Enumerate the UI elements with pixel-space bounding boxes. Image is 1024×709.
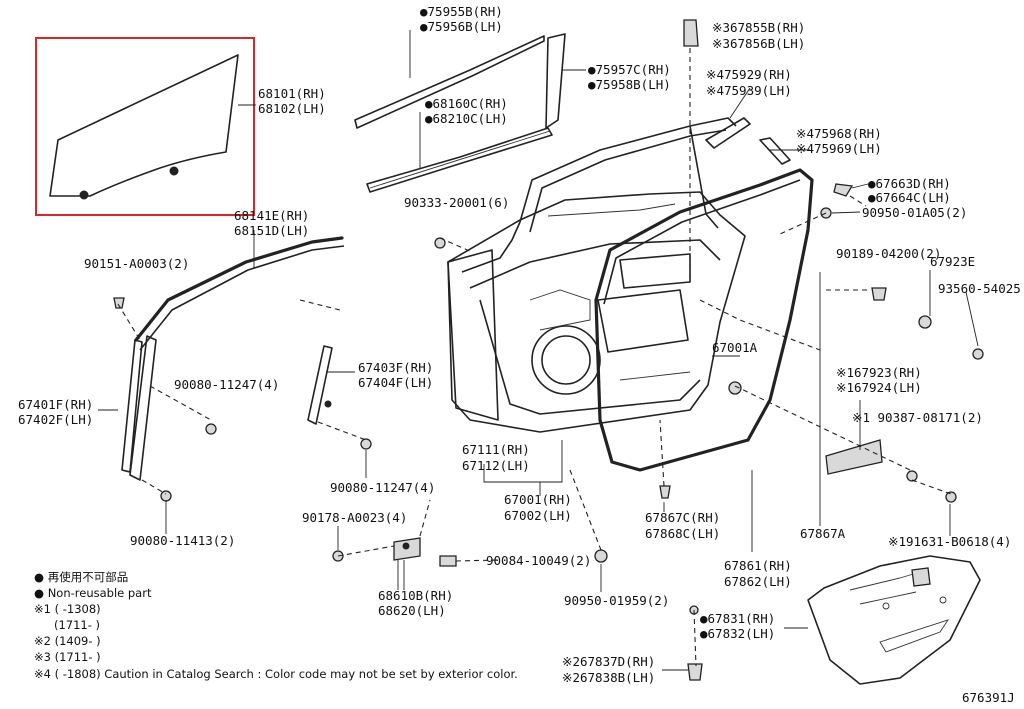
label-67663d: ●67663D(RH)	[868, 176, 951, 191]
label-67111: 67111(RH)	[462, 442, 530, 457]
label-67867a: 67867A	[800, 526, 846, 541]
label-90189-04200: 90189-04200(2)	[836, 246, 941, 261]
legend-note2: ※2 (1409- )	[34, 634, 101, 648]
part-labels: ●75955B(RH) ●75956B(LH) ●75957C(RH) ●759…	[18, 4, 1021, 685]
connector-lines	[117, 48, 952, 667]
garnish-clip[interactable]	[683, 19, 699, 47]
label-90950-01a05: 90950-01A05(2)	[862, 205, 967, 220]
label-67923e: 67923E	[930, 254, 975, 269]
legend-en: ● Non-reusable part	[34, 586, 152, 600]
clip-67867c[interactable]	[659, 485, 671, 499]
label-67832: ●67832(LH)	[700, 626, 775, 641]
bolt-90080-11413[interactable]	[160, 490, 172, 502]
label-75929: ※475929(RH)	[706, 67, 792, 82]
label-67868c: 67868C(LH)	[645, 526, 720, 541]
label-75955b: ●75955B(RH)	[420, 4, 503, 19]
label-68160c: ●68160C(RH)	[425, 96, 508, 111]
screw-90084[interactable]	[439, 555, 457, 567]
label-93560-54025: 93560-54025	[938, 281, 1021, 296]
label-90387-08171: ※1 90387-08171(2)	[852, 410, 983, 425]
label-90080-11247-a: 90080-11247(4)	[174, 377, 279, 392]
label-75969: ※475969(LH)	[796, 141, 882, 156]
label-90084-10049: 90084-10049(2)	[486, 553, 591, 568]
highlight-box	[35, 37, 255, 216]
pillar-garnish[interactable]	[545, 33, 566, 129]
label-90151-a0003: 90151-A0003(2)	[84, 256, 189, 271]
belt-moulding-outer[interactable]	[354, 35, 545, 129]
label-67838b: ※267838B(LH)	[562, 670, 655, 685]
front-lower-channel[interactable]	[121, 335, 157, 481]
label-75968: ※475968(RH)	[796, 126, 882, 141]
label-75958b: ●75958B(LH)	[588, 77, 671, 92]
bolt-90080-11247-b[interactable]	[360, 438, 372, 450]
nut-90387[interactable]	[906, 470, 918, 482]
door-weatherstrip[interactable]	[594, 168, 814, 472]
glass-run-channel[interactable]	[134, 236, 345, 351]
door-outer-panel[interactable]	[447, 249, 499, 421]
door-hinge[interactable]	[393, 537, 421, 561]
plug-90950-01959[interactable]	[594, 549, 608, 563]
label-67856b: ※367856B(LH)	[712, 36, 805, 51]
label-90950-01959: 90950-01959(2)	[564, 593, 669, 608]
legend-note4: ※4 ( -1808) Caution in Catalog Search : …	[34, 667, 518, 681]
label-68210c: ●68210C(LH)	[425, 111, 508, 126]
screw-93560[interactable]	[972, 348, 984, 360]
clip-90189[interactable]	[871, 287, 887, 301]
door-glass[interactable]	[49, 54, 239, 200]
label-67867c: 67867C(RH)	[645, 510, 720, 525]
label-75957c: ●75957C(RH)	[588, 62, 671, 77]
label-68151d: 68151D(LH)	[234, 223, 309, 238]
clip-67837d[interactable]	[687, 663, 703, 681]
label-67401f: 67401F(RH)	[18, 397, 93, 412]
label-68101: 68101(RH)	[258, 86, 326, 101]
label-67112: 67112(LH)	[462, 458, 530, 473]
label-75939: ※475939(LH)	[706, 83, 792, 98]
label-68141e: 68141E(RH)	[234, 208, 309, 223]
belt-moulding-inner[interactable]	[366, 127, 553, 193]
figure-code: 676391J	[962, 690, 1015, 705]
rear-lower-channel[interactable]	[307, 345, 333, 425]
legend-note3: ※3 (1711- )	[34, 650, 101, 664]
clip-90151[interactable]	[113, 297, 125, 309]
legend-jp: ● 再使用不可部品	[34, 570, 128, 584]
label-91631-b0618: ※191631-B0618(4)	[888, 534, 1011, 549]
label-67001a: 67001A	[712, 340, 758, 355]
label-67002: 67002(LH)	[504, 508, 572, 523]
legend-note1a: ※1 ( -1308)	[34, 602, 101, 616]
label-67402f: 67402F(LH)	[18, 412, 93, 427]
label-67837d: ※267837D(RH)	[562, 654, 655, 669]
front-door-panel[interactable]	[447, 191, 746, 433]
bolt-90080-11247-a[interactable]	[205, 423, 217, 435]
cushion-67001a[interactable]	[728, 381, 742, 395]
label-90178-a0023: 90178-A0023(4)	[302, 510, 407, 525]
label-67404f: 67404F(LH)	[358, 375, 433, 390]
retainer-167923[interactable]	[825, 439, 883, 475]
door-trim-lower[interactable]	[807, 555, 981, 685]
label-90080-11247-b: 90080-11247(4)	[330, 480, 435, 495]
glass-run-rear[interactable]	[705, 117, 791, 165]
label-67831: ●67831(RH)	[700, 611, 775, 626]
legend-note1b: (1711- )	[54, 618, 100, 632]
label-167923: ※167923(RH)	[836, 365, 922, 380]
label-68102: 68102(LH)	[258, 101, 326, 116]
label-67001: 67001(RH)	[504, 492, 572, 507]
clip-67923e[interactable]	[918, 315, 932, 329]
label-67403f: 67403F(RH)	[358, 360, 433, 375]
label-67861: 67861(RH)	[724, 558, 792, 573]
label-68610b: 68610B(RH)	[378, 588, 453, 603]
label-90333-20001: 90333-20001(6)	[404, 195, 509, 210]
label-75956b: ●75956B(LH)	[420, 19, 503, 34]
label-67862: 67862(LH)	[724, 574, 792, 589]
legend: ● 再使用不可部品 ● Non-reusable part ※1 ( -1308…	[34, 570, 518, 681]
label-167924: ※167924(LH)	[836, 380, 922, 395]
screw-91631[interactable]	[945, 491, 957, 503]
label-68620: 68620(LH)	[378, 603, 446, 618]
label-67664c: ●67664C(LH)	[868, 190, 951, 205]
label-90080-11413: 90080-11413(2)	[130, 533, 235, 548]
label-67855b: ※367855B(RH)	[712, 20, 805, 35]
leader-lines	[98, 30, 979, 671]
retainer-67663[interactable]	[833, 183, 854, 197]
